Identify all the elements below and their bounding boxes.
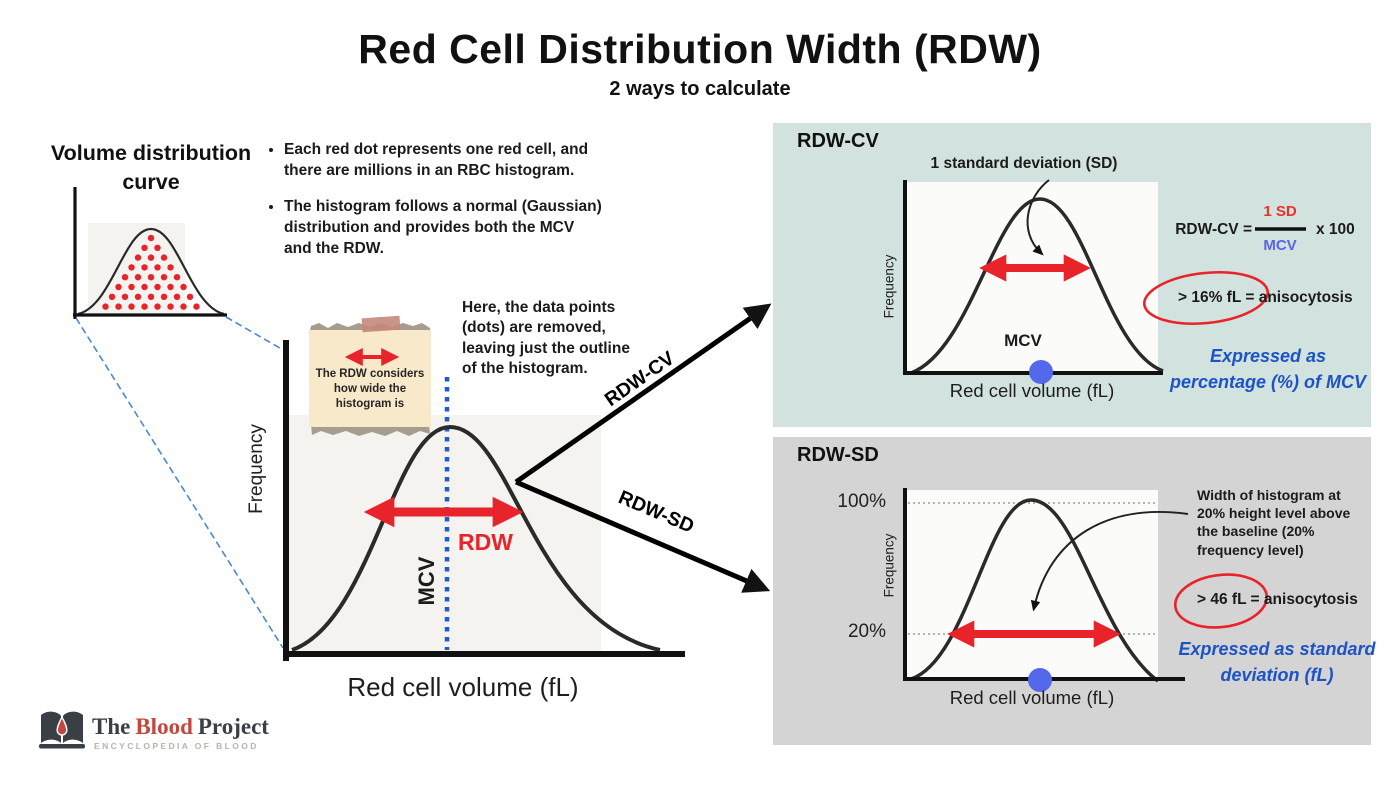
red-cell-dot (167, 264, 174, 271)
note-tape (361, 315, 401, 333)
bullet-red-dots: Each red dot represents one red cell, an… (284, 140, 606, 182)
sd-y-axis-label: Frequency (881, 533, 897, 598)
red-cell-dot (193, 303, 200, 310)
dots-removed-caption: Here, the data points (dots) are removed… (462, 299, 630, 378)
red-cell-dot (128, 283, 135, 291)
red-cell-dot (121, 274, 129, 281)
sd-annotation-text: Width of histogram at 20% height level a… (1197, 487, 1351, 558)
volume-distribution-heading: Volume distribution curve (50, 141, 252, 195)
cv-mcv-label: MCV (1004, 331, 1042, 350)
red-cell-dot (167, 283, 174, 291)
red-cell-dot (141, 303, 148, 310)
red-cell-dot (134, 254, 142, 261)
red-cell-dot (173, 293, 181, 300)
red-cell-dot (160, 274, 168, 281)
logo-word-project: Project (197, 714, 269, 739)
bullet-gaussian: The histogram follows a normal (Gaussian… (284, 197, 606, 260)
red-cell-dot (160, 254, 168, 261)
red-cell-dot (141, 244, 148, 251)
red-cell-dot (154, 283, 161, 291)
open-book-icon (39, 711, 85, 749)
cv-y-axis-label: Frequency (881, 254, 897, 319)
branch-arrows (514, 303, 772, 593)
red-cell-dot (128, 264, 135, 271)
formula-multiplier: x 100 (1316, 221, 1355, 238)
formula-numerator: 1 SD (1263, 203, 1297, 220)
sd-expressed-as: Expressed as standard deviation (fL) (1178, 639, 1376, 686)
red-cell-dot (134, 293, 142, 300)
red-cell-dot (115, 303, 122, 310)
red-cell-dot (141, 264, 148, 271)
cv-sd-annotation: 1 standard deviation (SD) (930, 155, 1118, 172)
logo-word-the: The (92, 714, 131, 739)
red-cell-dot (147, 234, 155, 242)
cv-chart (903, 179, 1164, 384)
sd-tick-100: 100% (837, 491, 886, 512)
cv-bell-curve (910, 197, 1164, 375)
red-cell-dot (180, 283, 187, 291)
sticky-note (309, 315, 431, 436)
arrow-to-rdw-sd (515, 479, 771, 593)
red-cell-dot (154, 264, 161, 271)
red-cell-dot (147, 293, 155, 300)
red-cell-dot (186, 293, 194, 300)
sd-tick-20: 20% (847, 621, 886, 642)
cv-mcv-dot (1029, 360, 1053, 384)
intro-bullet-list: Each red dot represents one red cell, an… (262, 140, 606, 275)
logo-tagline: ENCYCLOPEDIA OF BLOOD (94, 741, 259, 751)
sd-mcv-dot (1028, 668, 1052, 692)
sticky-note-text: The RDW considers how wide the histogram… (315, 368, 425, 411)
red-cell-dot (134, 274, 142, 281)
cv-x-axis-label: Red cell volume (fL) (949, 380, 1115, 401)
main-rdw-label: RDW (458, 529, 513, 555)
sd-panel-title: RDW-SD (797, 444, 879, 466)
page-title: Red Cell Distribution Width (RDW) (358, 26, 1042, 72)
page-subtitle: 2 ways to calculate (609, 78, 791, 100)
zoom-callout-lines (75, 316, 286, 649)
sd-annotation-arrow (1030, 510, 1189, 612)
small-bell-curve (77, 227, 225, 316)
formula-lhs: RDW-CV = (1175, 221, 1252, 238)
small-volume-curve-chart (73, 187, 227, 319)
red-cell-dot (115, 283, 122, 291)
red-cell-dot (141, 283, 148, 291)
main-mcv-label: MCV (414, 556, 439, 606)
red-cell-dot (167, 303, 174, 310)
red-cell-dot (173, 274, 181, 281)
cv-panel-title: RDW-CV (797, 130, 879, 152)
cv-threshold-circle (1142, 271, 1270, 325)
red-cell-dot (102, 303, 109, 310)
cv-threshold-text: > 16% fL = anisocytosis (1178, 289, 1353, 306)
red-cell-dot (180, 303, 187, 310)
sd-threshold-circle (1173, 573, 1269, 629)
blood-drop-icon (56, 715, 68, 736)
red-cell-dot (108, 293, 116, 300)
red-cell-dot (121, 293, 129, 300)
formula-denominator: MCV (1263, 237, 1297, 254)
main-x-axis-label: Red cell volume (fL) (347, 672, 579, 702)
cv-expressed-as: Expressed as percentage (%) of MCV (1169, 346, 1367, 393)
red-cell-dot (128, 303, 135, 310)
sd-chart (903, 488, 1189, 692)
red-cell-dot (154, 303, 161, 310)
arrow-to-rdw-cv (514, 303, 772, 485)
sd-threshold-text: > 46 fL = anisocytosis (1197, 591, 1358, 608)
main-bell-curve (291, 424, 661, 652)
red-cell-dot (147, 274, 155, 281)
cv-annotation-arrow (1026, 179, 1050, 256)
red-cell-dot (147, 254, 155, 261)
main-histogram-chart (283, 340, 685, 661)
main-y-axis-label: Frequency (246, 424, 267, 514)
red-cell-dot (160, 293, 168, 300)
sd-x-axis-label: Red cell volume (fL) (949, 687, 1115, 708)
red-cell-dot (154, 244, 161, 251)
red-cell-dots (102, 234, 200, 310)
logo-word-blood: Blood (135, 714, 193, 739)
